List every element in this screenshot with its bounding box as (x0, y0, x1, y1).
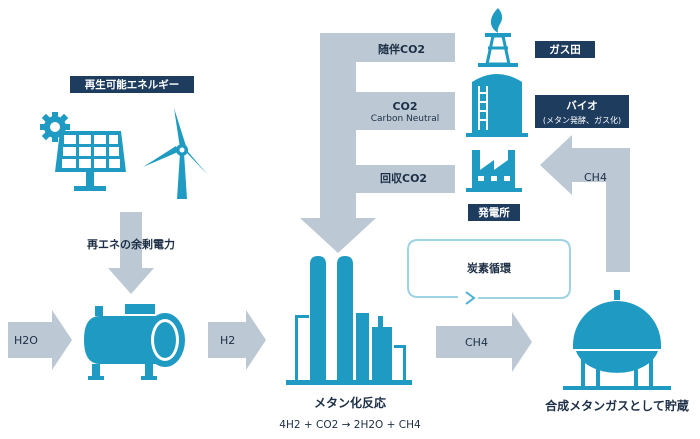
carbon-neutral-label: Carbon Neutral (370, 114, 440, 124)
h2-arrow (208, 310, 266, 370)
ch4-lower-arrow (436, 312, 532, 372)
solar-panel-icon (55, 131, 126, 191)
h2o-label: H2O (14, 334, 38, 347)
carbon-cycle-label: 炭素循環 (467, 262, 511, 275)
power-plant-icon (466, 150, 522, 192)
co2-label: CO2 (392, 100, 418, 113)
wind-turbine-icon (143, 108, 208, 199)
bio-tank-icon (466, 74, 528, 137)
recovered-co2-label: 回収CO2 (380, 172, 428, 185)
methanation-reactor-icon (286, 256, 412, 385)
surplus-power-arrow (108, 212, 154, 294)
gear-icon (40, 112, 70, 142)
ch4-upper-arrow (540, 135, 630, 272)
methanation-label: メタン化反応 (313, 396, 387, 410)
h2o-arrow (8, 310, 72, 370)
ch4-lower-label: CH4 (465, 336, 488, 349)
carbon-cycle-arrowhead (465, 291, 476, 305)
gas-field-derrick-icon (478, 8, 518, 67)
h2-label: H2 (220, 334, 236, 347)
ch4-upper-label: CH4 (584, 171, 607, 184)
surplus-power-label: 再エネの余剰電力 (87, 238, 175, 251)
gas-storage-sphere-icon (563, 290, 671, 390)
bio-label: バイオ (メタン発酵、ガス化) (535, 95, 629, 128)
renewable-energy-label: 再生可能エネルギー (70, 76, 194, 93)
electrolyzer-icon (84, 304, 185, 380)
co2-collector-arrow (300, 33, 455, 253)
reaction-equation: 4H2 + CO2 → 2H2O + CH4 (279, 419, 421, 431)
storage-label: 合成メタンガスとして貯蔵 (545, 399, 689, 413)
accompanying-co2-label: 随伴CO2 (378, 43, 426, 56)
power-plant-label: 発電所 (468, 204, 520, 221)
gas-field-label: ガス田 (535, 41, 595, 58)
carbon-cycle-loop (407, 239, 571, 299)
